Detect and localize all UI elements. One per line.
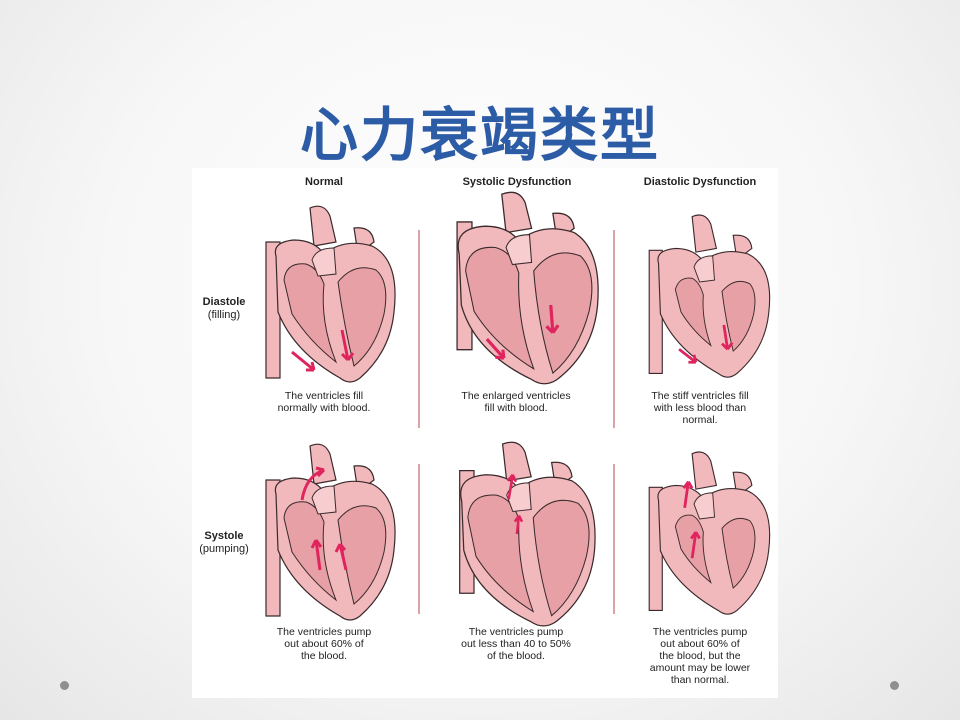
row-label-sub: (pumping) — [199, 543, 249, 555]
column-divider — [418, 464, 420, 614]
row-label-title: Systole — [204, 530, 244, 542]
caption-line: The enlarged ventricles — [461, 390, 571, 402]
caption-line: out less than 40 to 50% — [461, 638, 571, 650]
arrow-icon — [310, 539, 323, 571]
heart-normal-systole — [265, 443, 396, 621]
caption-line: The ventricles pump — [276, 626, 372, 638]
heart-diastolic-systole — [648, 451, 771, 615]
arrow-icon — [334, 543, 348, 571]
arrow-icon — [506, 473, 518, 500]
column-heading-diastolic: Diastolic Dysfunction — [643, 176, 757, 188]
caption-diastolic-systole: The ventricles pump out about 60% of the… — [620, 626, 780, 686]
caption-line: out about 60% of — [284, 638, 364, 650]
column-heading-normal: Normal — [305, 176, 343, 188]
caption-normal-systole: The ventricles pump out about 60% of the… — [244, 626, 404, 662]
caption-line: the blood. — [300, 650, 348, 662]
caption-systolic-diastole: The enlarged ventricles fill with blood. — [436, 390, 596, 414]
column-divider — [613, 230, 615, 428]
slide-title: 心力衰竭类型 — [299, 101, 660, 169]
arrow-icon — [291, 350, 316, 372]
row-label-systole: Systole (pumping) — [194, 530, 254, 556]
arrow-icon — [300, 466, 326, 501]
row-label-sub: (filling) — [207, 309, 241, 321]
arrow-icon — [485, 337, 506, 360]
arrow-icon — [545, 304, 560, 334]
caption-line: with less blood than — [653, 402, 747, 414]
caption-line: fill with blood. — [484, 402, 548, 414]
caption-line: The ventricles fill — [284, 390, 364, 402]
row-label-title: Diastole — [202, 296, 246, 308]
column-divider — [418, 230, 420, 428]
caption-line: normal. — [682, 414, 718, 426]
caption-line: the blood, but the — [659, 650, 741, 662]
heart-normal-diastole — [265, 205, 396, 383]
arrow-icon — [513, 514, 524, 535]
arrow-icon — [678, 348, 698, 364]
caption-normal-diastole: The ventricles fill normally with blood. — [244, 390, 404, 414]
caption-line: amount may be lower — [649, 662, 751, 674]
arrow-icon — [721, 324, 734, 351]
row-label-diastole: Diastole (filling) — [194, 296, 254, 322]
caption-systolic-systole: The ventricles pump out less than 40 to … — [436, 626, 596, 662]
slide-dot-right — [890, 681, 899, 690]
caption-line: out about 60% of — [660, 638, 740, 650]
caption-line: The ventricles pump — [468, 626, 564, 638]
column-heading-systolic: Systolic Dysfunction — [462, 176, 572, 188]
caption-line: The ventricles pump — [652, 626, 748, 638]
caption-line: The stiff ventricles fill — [651, 390, 749, 402]
caption-line: of the blood. — [487, 650, 545, 662]
column-divider — [613, 464, 615, 614]
arrow-icon — [682, 480, 694, 508]
caption-line: normally with blood. — [277, 402, 371, 414]
heart-failure-figure: Normal Systolic Dysfunction Diastolic Dy… — [192, 168, 778, 698]
heart-systolic-systole — [459, 441, 596, 627]
arrow-icon — [340, 329, 355, 362]
slide-dot-left — [60, 681, 69, 690]
caption-line: than normal. — [670, 674, 730, 686]
caption-diastolic-diastole: The stiff ventricles fill with less bloo… — [620, 390, 780, 426]
arrow-icon — [690, 531, 701, 559]
heart-diastolic-diastole — [648, 214, 771, 378]
heart-systolic-diastole — [456, 191, 599, 385]
